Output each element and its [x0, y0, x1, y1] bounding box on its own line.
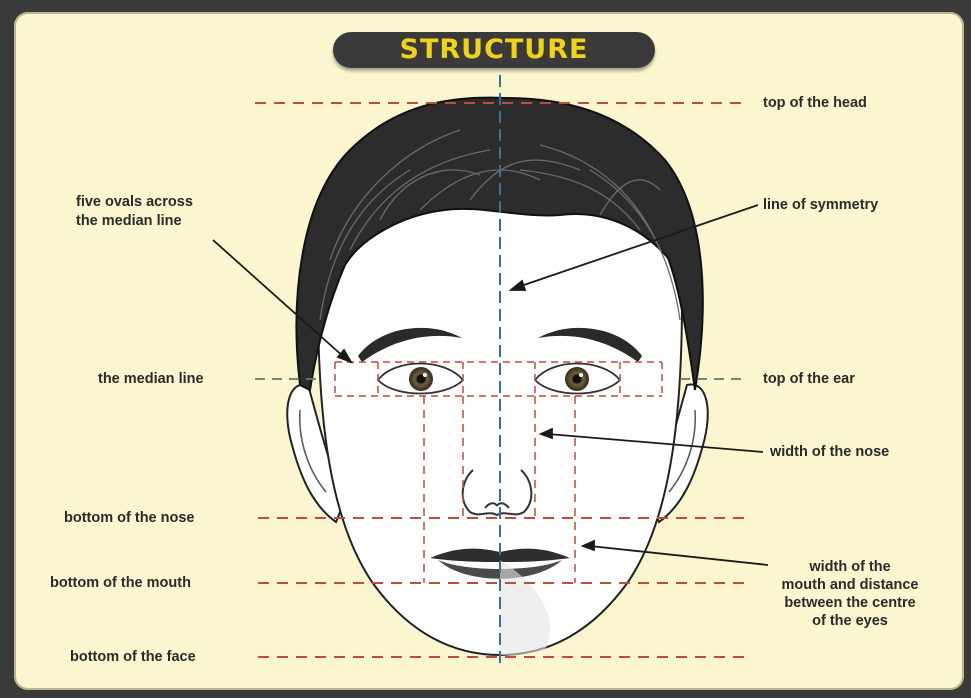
- label-five-ovals-2: the median line: [76, 212, 182, 230]
- label-top-of-ear: top of the ear: [763, 370, 855, 388]
- label-width-of-mouth-1: width of the: [760, 558, 940, 576]
- label-line-of-symmetry: line of symmetry: [763, 196, 878, 214]
- label-top-of-head: top of the head: [763, 94, 867, 112]
- page-title: STRUCTURE: [333, 32, 655, 68]
- label-bottom-of-mouth: bottom of the mouth: [50, 574, 191, 592]
- label-width-of-nose: width of the nose: [770, 443, 889, 461]
- label-five-ovals-1: five ovals across: [76, 193, 193, 211]
- label-median-line: the median line: [98, 370, 204, 388]
- label-width-of-mouth-4: of the eyes: [760, 612, 940, 630]
- label-bottom-of-nose: bottom of the nose: [64, 509, 195, 527]
- label-width-of-mouth-2: mouth and distance: [760, 576, 940, 594]
- label-bottom-of-face: bottom of the face: [70, 648, 196, 666]
- label-width-of-mouth-3: between the centre: [760, 594, 940, 612]
